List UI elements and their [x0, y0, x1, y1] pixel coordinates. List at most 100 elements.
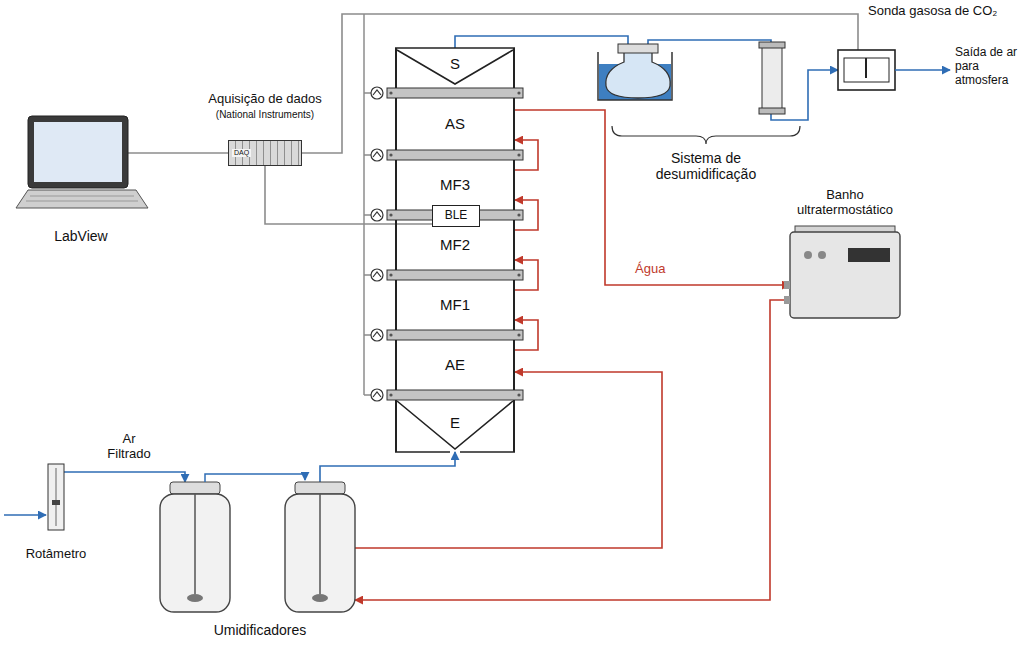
rotameter-part: [48, 464, 64, 530]
flange-bolt-part: [389, 91, 392, 94]
dehumidifier-bath-part: [606, 52, 670, 98]
co2-probe-part: [865, 58, 867, 78]
rotameter-part: [52, 500, 60, 505]
drying-tube-part: [759, 42, 785, 48]
sensor-box: BLE: [432, 205, 480, 227]
flange-bolt-part: [517, 91, 520, 94]
air-line: [320, 452, 455, 482]
flange-bolt-part: [389, 333, 392, 336]
humidifier-part: [205, 474, 305, 482]
node-text: DAQ: [232, 149, 251, 157]
column-outline-part: [397, 50, 513, 84]
flange-bolt-part: [517, 213, 520, 216]
node-text: Sonda gasosa de CO₂: [836, 4, 1030, 19]
node-text: S: [450, 55, 460, 72]
laptop-part: [26, 201, 138, 202]
laptop: [16, 116, 148, 208]
flange-bolt-part: [517, 153, 520, 156]
sensor-bus-part: [363, 14, 365, 395]
column-outline-part: [395, 451, 450, 453]
column-flange: [387, 88, 523, 400]
sensor-bus-part: [364, 274, 371, 276]
thermostatic-bath-part: [818, 251, 826, 259]
water-line: [515, 260, 538, 290]
exhaust-arrow-part: [895, 69, 950, 71]
rotameter-part: [56, 468, 57, 526]
connector-label: Ar Filtrado: [100, 432, 158, 462]
drying-tube: [759, 42, 785, 114]
node-text: BLE: [445, 209, 468, 223]
humidifier-part: [160, 494, 230, 612]
flange-bolt-part: [517, 273, 520, 276]
humidifiers: Umidificadores: [150, 478, 370, 644]
column-flange-part: [387, 270, 523, 280]
thermostatic-bath-part: [784, 281, 790, 289]
pressure-gauge-part: [371, 329, 383, 341]
water-line: [515, 320, 538, 350]
humidifier: [160, 474, 355, 612]
rotameter: [4, 464, 64, 530]
column-flange-part: [387, 88, 523, 98]
flange-bolt-part: [517, 333, 520, 336]
computer: LabView: [8, 112, 154, 244]
node-text: (National Instruments): [216, 109, 314, 121]
node-text: Rotâmetro: [26, 547, 87, 562]
annotation: Saída de ar para atmosfera: [955, 46, 1027, 87]
drying-tube-part: [762, 46, 782, 110]
thermostatic-bath-part: [784, 296, 790, 304]
node-text: MF3: [440, 176, 470, 193]
daq-device-body: DAQ: [228, 140, 302, 166]
flange-bolt-part: [389, 273, 392, 276]
thermostatic-bath: [784, 226, 900, 318]
node-text: AS: [445, 115, 465, 132]
node-text: MF2: [440, 236, 470, 253]
column-section: AE: [395, 340, 515, 390]
dehumidifier-bath: [598, 44, 672, 100]
thermostatic-bath-body: [790, 232, 900, 318]
column-section: MF3: [395, 160, 515, 210]
connector-label: Água: [632, 262, 668, 277]
laptop-part: [28, 116, 128, 188]
thermostatic-bath-part: [848, 248, 890, 262]
column-flange-part: [387, 150, 523, 160]
column-outline: [395, 48, 515, 452]
rotameter-body: [48, 464, 64, 532]
column-flange-part: [387, 330, 523, 340]
drying-tube-part: [759, 108, 785, 114]
rotameter-part: [4, 514, 46, 516]
annotation: Sistema de desumidificação: [616, 150, 796, 182]
rotameter: Rotâmetro: [8, 462, 104, 562]
flange-bolt: [389, 91, 520, 396]
gas-probe-body: [838, 50, 895, 90]
sensor-bus-part: [364, 92, 371, 94]
flange-bolt-part: [389, 393, 392, 396]
node-text: MF1: [440, 296, 470, 313]
pressure-gauge-part: [371, 209, 383, 221]
pressure-gauge-part: [371, 149, 383, 161]
humidifier-part: [187, 594, 203, 602]
daq-device: DAQAquisição de dados(National Instrumen…: [195, 92, 335, 170]
water-line: [355, 372, 662, 548]
water-line: [515, 200, 538, 230]
pressure-gauge-part: [371, 87, 383, 99]
flange-bolt-part: [517, 393, 520, 396]
group-brace: [612, 126, 800, 144]
node-text: LabView: [54, 228, 107, 244]
flange-bolt-part: [389, 213, 392, 216]
humidifier-part: [285, 494, 355, 612]
node-text: Umidificadores: [214, 622, 307, 644]
column-section: S: [395, 48, 515, 88]
column-section: MF1: [395, 280, 515, 330]
pressure-gauge-part: [373, 90, 381, 397]
laptop-part: [16, 190, 148, 208]
laptop-part: [34, 122, 122, 182]
pressure-gauge-part: [371, 269, 383, 281]
humidifier-part: [170, 482, 220, 494]
dehumidifier-bath-part: [618, 44, 658, 53]
column-section: E: [395, 400, 515, 452]
sensor-bus-part: [364, 154, 371, 156]
humidifier-part: [319, 494, 321, 594]
node-text: Banho ultratermostático: [772, 188, 918, 218]
